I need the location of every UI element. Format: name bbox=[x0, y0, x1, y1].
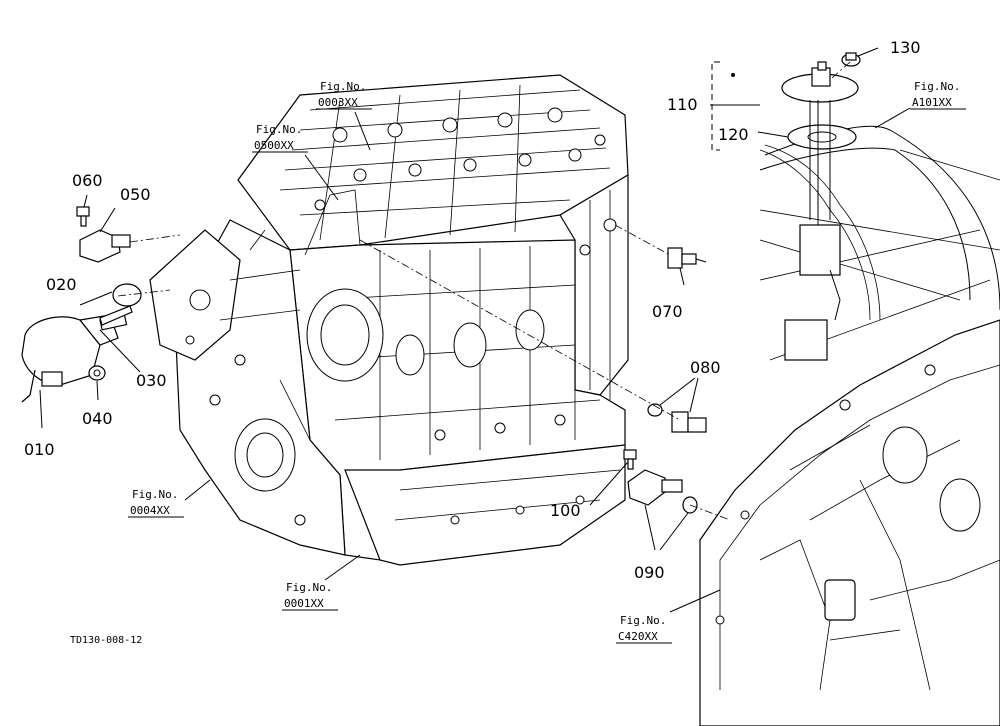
figref-C420-line1: Fig.No. bbox=[620, 614, 666, 627]
fuel-level-sender bbox=[759, 61, 881, 361]
part-040-nut bbox=[88, 365, 106, 381]
leader-lines bbox=[39, 47, 911, 613]
figref-0001-line1: Fig.No. bbox=[286, 581, 332, 594]
callout-010: 010 bbox=[24, 440, 55, 459]
figref-0500-line1: Fig.No. bbox=[256, 123, 302, 136]
part-050-sensor bbox=[79, 229, 131, 263]
callout-labels: 010 020 030 040 050 060 070 080 090 100 … bbox=[24, 38, 921, 582]
figref-0001-line2: 0001XX bbox=[284, 597, 324, 610]
figref-C420-line2: C420XX bbox=[618, 630, 658, 643]
figure-references: Fig.No. 0003XX Fig.No. 0500XX Fig.No. 00… bbox=[128, 80, 966, 644]
figref-0500-line2: 0500XX bbox=[254, 139, 294, 152]
callout-100: 100 bbox=[550, 501, 581, 520]
part-020-o-ring bbox=[112, 283, 142, 307]
figref-A101-line2: A101XX bbox=[912, 96, 952, 109]
transmission-housing bbox=[699, 319, 1000, 726]
part-090-sensor bbox=[627, 469, 698, 514]
figref-0004-line2: 0004XX bbox=[130, 504, 170, 517]
callout-130: 130 bbox=[890, 38, 921, 57]
callout-060: 060 bbox=[72, 171, 103, 190]
part-010-solenoid bbox=[21, 314, 128, 403]
callout-070: 070 bbox=[652, 302, 683, 321]
callout-080: 080 bbox=[690, 358, 721, 377]
callout-110: 110 bbox=[667, 95, 698, 114]
callout-020: 020 bbox=[46, 275, 77, 294]
callout-030: 030 bbox=[136, 371, 167, 390]
figref-0003-line1: Fig.No. bbox=[320, 80, 366, 93]
part-060-bolt bbox=[76, 206, 90, 227]
bolt-130 bbox=[841, 52, 861, 67]
part-070-sensor bbox=[667, 247, 707, 269]
callout-120: 120 bbox=[718, 125, 749, 144]
part-080-sensor bbox=[647, 403, 707, 433]
callout-090: 090 bbox=[634, 563, 665, 582]
figref-0003-line2: 0003XX bbox=[318, 96, 358, 109]
figref-0004-line1: Fig.No. bbox=[132, 488, 178, 501]
part-030-shaft bbox=[99, 305, 133, 326]
engine-block bbox=[149, 74, 629, 566]
part-100-bolt bbox=[623, 449, 637, 470]
drawing-code: TD130-008-12 bbox=[70, 635, 142, 646]
callout-050: 050 bbox=[120, 185, 151, 204]
figref-A101-line1: Fig.No. bbox=[914, 80, 960, 93]
callout-040: 040 bbox=[82, 409, 113, 428]
